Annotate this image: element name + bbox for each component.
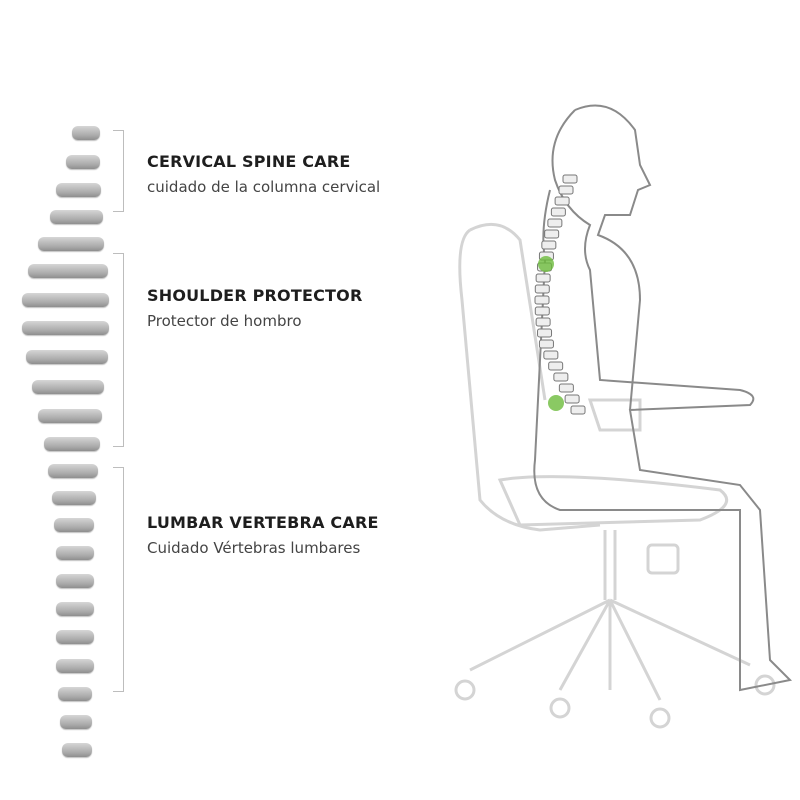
vertebra <box>60 715 92 729</box>
body-vertebra <box>544 229 560 239</box>
cervical-subtitle: cuidado de la columna cervical <box>147 178 381 196</box>
vertebra <box>26 350 108 364</box>
vertebra <box>22 293 109 307</box>
shoulder-highlight-dot <box>538 256 554 272</box>
vertebra <box>62 743 92 757</box>
vertebra <box>48 464 98 478</box>
vertebra <box>52 491 96 505</box>
body-vertebra <box>535 317 551 327</box>
body-vertebra <box>534 284 550 294</box>
vertebra <box>56 183 101 197</box>
body-vertebra <box>558 185 574 195</box>
body-vertebra <box>535 273 551 283</box>
body-vertebra <box>570 405 586 415</box>
body-vertebra <box>547 218 563 228</box>
lumbar-title: LUMBAR VERTEBRA CARE <box>147 513 379 532</box>
chair-outline <box>454 222 776 729</box>
lumbar-bracket <box>113 467 124 692</box>
body-vertebra <box>550 207 566 217</box>
body-vertebra <box>543 350 559 360</box>
cervical-title: CERVICAL SPINE CARE <box>147 152 351 171</box>
cervical-label: CERVICAL SPINE CARE cuidado de la column… <box>147 152 380 196</box>
vertebra <box>56 546 94 560</box>
vertebra <box>38 237 104 251</box>
vertebra <box>22 321 109 335</box>
vertebra <box>56 659 94 673</box>
body-vertebra <box>562 174 578 184</box>
vertebra <box>56 602 94 616</box>
lumbar-label: LUMBAR VERTEBRA CARE Cuidado Vértebras l… <box>147 513 379 557</box>
body-vertebra <box>553 372 569 382</box>
vertebra <box>54 518 94 532</box>
body-vertebra <box>537 328 553 338</box>
lumbar-subtitle: Cuidado Vértebras lumbares <box>147 539 361 557</box>
body-vertebra <box>541 240 557 250</box>
vertebra <box>38 409 102 423</box>
vertebra <box>56 630 94 644</box>
body-vertebra <box>564 394 580 404</box>
vertebra <box>66 155 100 169</box>
body-vertebra <box>534 306 550 316</box>
vertebra <box>58 687 92 701</box>
shoulder-bracket <box>113 253 124 447</box>
body-vertebra <box>554 196 570 206</box>
vertebra <box>44 437 100 451</box>
lumbar-highlight-dot <box>548 395 564 411</box>
vertebra <box>28 264 108 278</box>
vertebra <box>56 574 94 588</box>
body-vertebra <box>548 361 564 371</box>
body-vertebra <box>558 383 574 393</box>
vertebra <box>32 380 104 394</box>
body-vertebra <box>534 295 550 305</box>
person-outline <box>533 104 793 692</box>
vertebra <box>50 210 103 224</box>
cervical-bracket <box>113 130 124 212</box>
vertebra <box>72 126 100 140</box>
shoulder-label: SHOULDER PROTECTOR Protector de hombro <box>147 286 362 330</box>
shoulder-title: SHOULDER PROTECTOR <box>147 286 363 305</box>
shoulder-subtitle: Protector de hombro <box>147 312 302 330</box>
body-vertebra <box>538 339 554 349</box>
